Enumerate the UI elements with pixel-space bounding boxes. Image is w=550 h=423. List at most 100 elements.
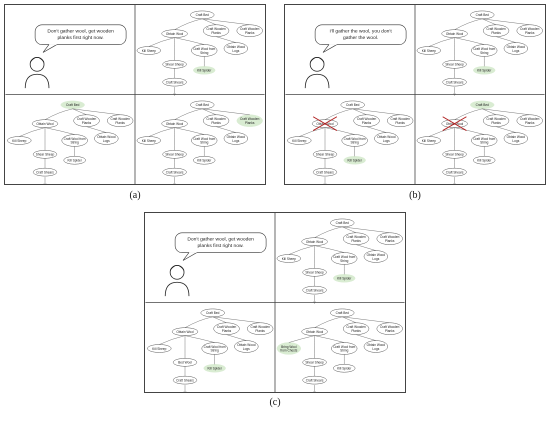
node-label-planks: Planks xyxy=(491,31,501,35)
node-label-root: Craft Bed xyxy=(346,103,360,107)
node-label-planks: Craft Wooden xyxy=(486,117,506,121)
node-label-log: Obtain Wood xyxy=(377,135,396,139)
node-label-bring_wool: from Chests xyxy=(280,349,297,353)
node-label-string: String xyxy=(340,349,348,353)
node-label-planks2: Planks xyxy=(525,31,535,35)
node-label-planks: Craft Wooden xyxy=(77,117,97,121)
tree-edge xyxy=(202,18,217,25)
tree-edge xyxy=(19,127,46,137)
node-label-shear: Shear Sheep xyxy=(445,153,464,157)
node-label-planks: Craft Wooden xyxy=(346,325,366,329)
node-label-string: Craft Wool from xyxy=(344,137,366,141)
node-label-planks: Craft Wooden xyxy=(206,117,226,121)
node-label-root: Craft Bed xyxy=(476,103,490,107)
node-label-planks: Planks xyxy=(351,329,361,333)
node-label-root: Craft Bed xyxy=(206,311,220,315)
node-label-string: String xyxy=(480,141,488,145)
node-label-spider: Kill Spider xyxy=(477,159,491,163)
node-label-planks: Planks xyxy=(491,121,501,125)
node-label-root: Craft Bed xyxy=(196,13,210,17)
node-label-string: String xyxy=(211,349,219,353)
tree-edge xyxy=(72,108,121,115)
node-label-log: Obtain Wood xyxy=(227,45,246,49)
node-label-string: Craft Wool from xyxy=(473,47,495,51)
tree-edge xyxy=(356,334,376,341)
tree-edge xyxy=(482,108,530,115)
tree-edge xyxy=(352,108,367,115)
tree-edge xyxy=(174,37,205,45)
node-planks2 xyxy=(376,232,403,245)
node-label-kill: Kill Sheep xyxy=(152,347,166,351)
node-label-planks: Craft Wooden xyxy=(486,27,506,31)
tree-edge xyxy=(428,127,455,137)
tree-edge xyxy=(288,245,315,255)
tree-edge xyxy=(454,127,485,135)
node-label-log: Obtain Wood xyxy=(97,135,116,139)
node-label-planks: Planks xyxy=(211,121,221,125)
tree-edge xyxy=(428,37,455,47)
speech-text: Don't gather wool, get wooden xyxy=(47,29,114,35)
tree-edge xyxy=(342,226,357,233)
node-label-wool: Obtain Wool xyxy=(166,32,184,36)
tree-edge xyxy=(454,37,485,45)
node-label-kill: Kill Sheep xyxy=(422,139,436,143)
node-label-shear: Shear Sheep xyxy=(165,153,184,157)
tree-edge xyxy=(352,108,401,115)
continue-arrow-head xyxy=(453,93,456,96)
node-label-planks2: Planks xyxy=(395,121,405,125)
node-label-planks: Craft Wooden xyxy=(217,325,237,329)
node-label-string: Craft Wool from xyxy=(333,255,355,259)
tree-edge xyxy=(184,335,215,343)
node-label-spider: Kill Spider xyxy=(337,277,351,281)
node-label-wool: Obtain Wool xyxy=(446,32,464,36)
tree-edge xyxy=(174,127,205,135)
node-label-root: Craft Bed xyxy=(336,221,350,225)
node-label-kill: Kill Sheep xyxy=(142,49,156,53)
tree-edge xyxy=(366,126,387,133)
node-label-spider: Kill Spider xyxy=(348,159,362,163)
tree-edge xyxy=(86,126,107,133)
speech-bubble-tail xyxy=(182,252,198,261)
node-label-string: Craft Wool from xyxy=(64,137,86,141)
node-label-wool: Obtain Wool xyxy=(36,122,54,126)
node-label-root: Craft Bed xyxy=(196,103,210,107)
node-label-planks2: Planks xyxy=(255,329,265,333)
node-kill xyxy=(287,136,312,145)
tree-edge xyxy=(314,245,345,253)
node-label-log: Logs xyxy=(372,347,379,351)
tree-edge xyxy=(342,316,390,323)
node-label-shear: Shear Sheep xyxy=(305,271,324,275)
node-label-shears: Craft Shears xyxy=(316,170,334,174)
tree-edge xyxy=(202,18,250,25)
node-label-log: Logs xyxy=(372,257,379,261)
node-label-string: Craft Wool from xyxy=(473,137,495,141)
node-label-shear: Shear Sheep xyxy=(36,153,55,157)
node-label-log: Logs xyxy=(232,49,239,53)
node-label-root: Craft Bed xyxy=(476,13,490,17)
speech-text: planks first right now. xyxy=(198,243,244,249)
node-label-planks: Craft Wooden xyxy=(346,235,366,239)
tree-edge xyxy=(342,316,357,323)
node-label-planks: Craft Wooden xyxy=(357,117,377,121)
node-label-planks2: Craft Wooden xyxy=(520,27,540,31)
tree-edge xyxy=(454,18,483,30)
node-label-wool: Obtain Wool xyxy=(166,122,184,126)
tree-edge xyxy=(202,108,217,115)
node-label-shears: Craft Shears xyxy=(446,170,464,174)
node-label-root: Craft Bed xyxy=(66,103,80,107)
node-label-string: Craft Wool from xyxy=(193,47,215,51)
continue-arrow-head xyxy=(173,93,176,96)
speech-bubble xyxy=(174,232,267,253)
tree-edge xyxy=(72,108,87,115)
node-label-planks2: Craft Wooden xyxy=(240,27,260,31)
speech-bubble xyxy=(314,24,407,45)
node-label-bed_wool: Bed Wool xyxy=(178,361,192,365)
node-label-shear: Shear Sheep xyxy=(165,63,184,67)
node-label-planks2: Craft Wooden xyxy=(240,117,260,121)
tree-edge xyxy=(212,316,261,323)
node-label-wool: Obtain Wool xyxy=(176,330,194,334)
